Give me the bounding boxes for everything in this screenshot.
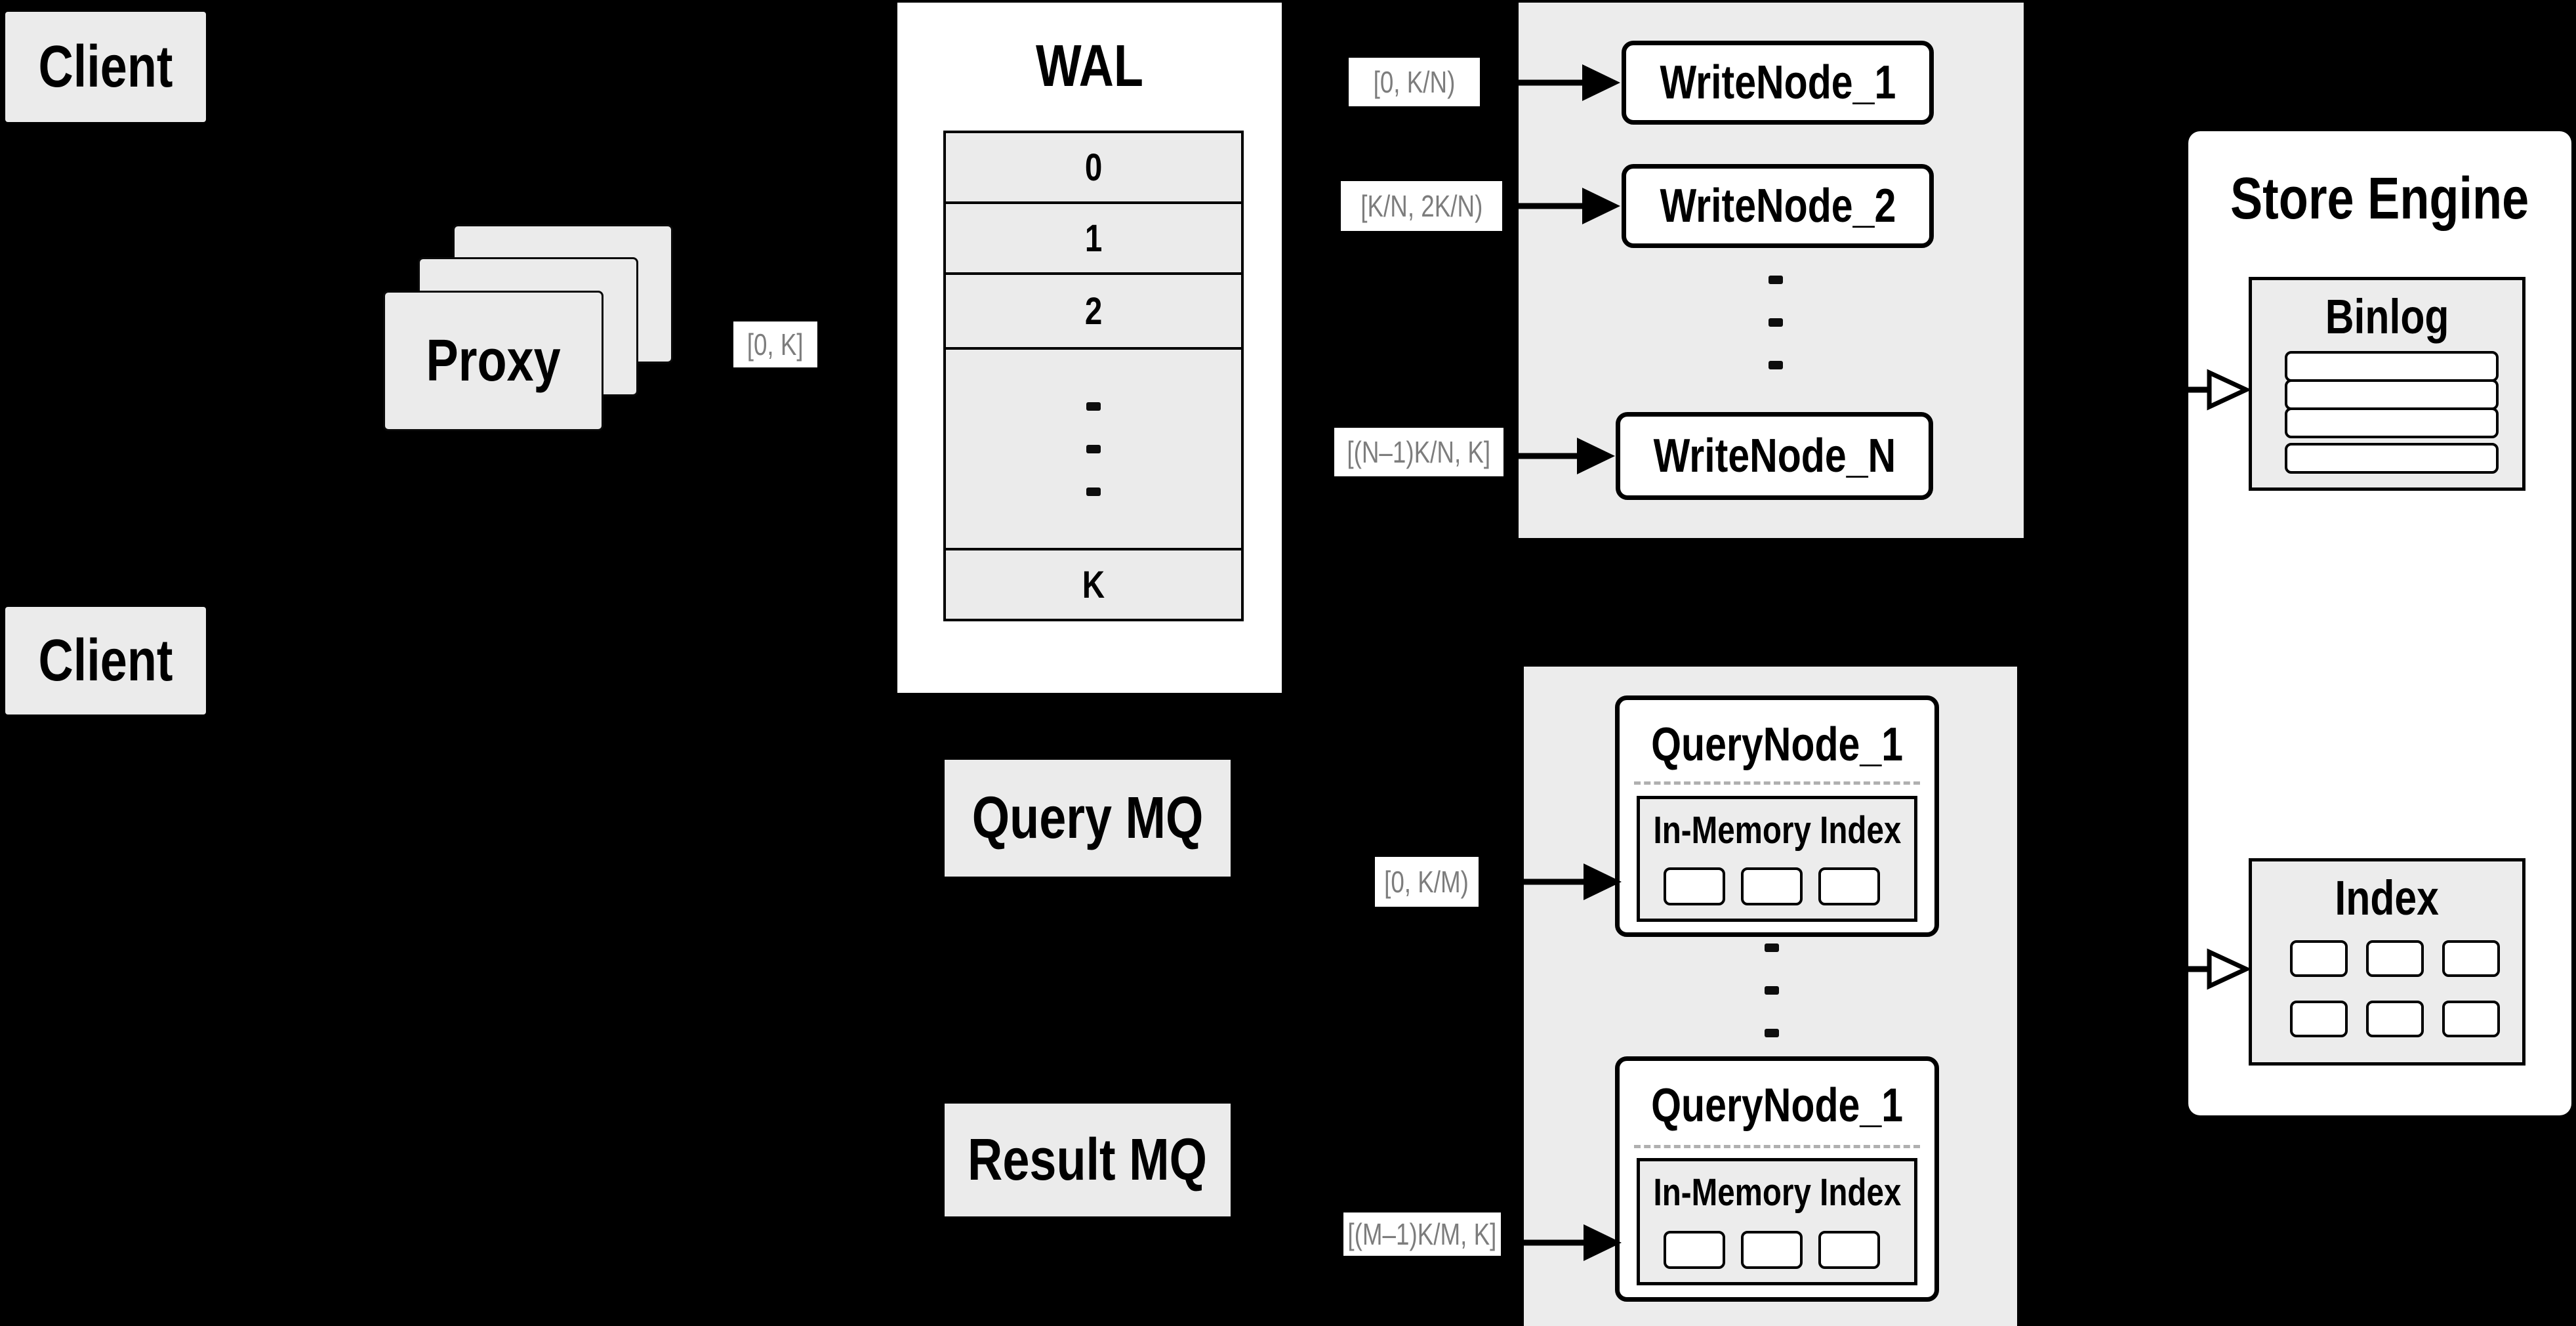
memory-segment-cell — [1741, 1231, 1803, 1269]
wal-slot-row: 1 — [943, 201, 1244, 275]
wal-last-row: K — [943, 548, 1244, 621]
query-node-top-range-label: [0, K/M) — [1375, 857, 1479, 907]
query-node-top-label: QueryNode_1 — [1651, 718, 1903, 771]
wal-panel: WAL 0 1 2 K — [897, 3, 1282, 693]
binlog-row — [2285, 407, 2499, 438]
index-cell — [2290, 1001, 2348, 1037]
write-node-1-range-label: [0, K/N) — [1349, 58, 1480, 106]
wal-ellipsis-row — [943, 347, 1244, 550]
memory-segment-cell — [1664, 867, 1725, 905]
client-bottom-label: Client — [38, 627, 173, 694]
vertical-ellipsis-icon — [1762, 943, 1782, 1037]
binlog-row — [2285, 379, 2499, 410]
binlog-row — [2285, 351, 2499, 382]
index-cell — [2442, 940, 2500, 977]
vertical-ellipsis-icon — [1086, 402, 1101, 496]
in-memory-index-title: In-Memory Index — [1653, 1171, 1901, 1214]
write-node-n-range-label: [(N–1)K/N, K] — [1334, 428, 1503, 476]
binlog-box: Binlog — [2249, 277, 2525, 491]
index-box: Index — [2249, 858, 2525, 1066]
query-mq-box: Query MQ — [945, 760, 1231, 877]
in-memory-index-box-bottom: In-Memory Index — [1637, 1158, 1917, 1285]
index-cell — [2366, 1001, 2424, 1037]
query-node-bottom: QueryNode_1 In-Memory Index — [1615, 1056, 1939, 1302]
in-memory-index-title: In-Memory Index — [1653, 808, 1901, 852]
index-cell — [2366, 940, 2424, 977]
memory-segment-cell — [1741, 867, 1803, 905]
binlog-row — [2285, 443, 2499, 474]
vertical-ellipsis-icon — [1766, 276, 1786, 369]
write-node-1: WriteNode_1 — [1622, 41, 1934, 125]
dashed-divider — [1634, 781, 1920, 785]
write-node-2-range-label: [K/N, 2K/N) — [1341, 181, 1502, 231]
proxy-label: Proxy — [426, 327, 561, 394]
binlog-title: Binlog — [2325, 289, 2449, 344]
query-node-bottom-label: QueryNode_1 — [1651, 1079, 1903, 1132]
memory-segment-cell — [1818, 867, 1880, 905]
store-engine-panel: Store Engine Binlog Index — [2188, 131, 2571, 1115]
query-node-top: QueryNode_1 In-Memory Index — [1615, 695, 1939, 937]
proxy-range-label: [0, K] — [733, 321, 817, 367]
write-node-2: WriteNode_2 — [1622, 164, 1934, 248]
query-node-bottom-range-label: [(M–1)K/M, K] — [1343, 1212, 1501, 1256]
client-top-label: Client — [38, 33, 173, 100]
wal-title: WAL — [1036, 33, 1143, 99]
write-node-n: WriteNode_N — [1616, 412, 1933, 500]
index-cell — [2290, 940, 2348, 977]
wal-slot-row: 0 — [943, 131, 1244, 204]
index-title: Index — [2335, 870, 2440, 925]
memory-segment-cell — [1818, 1231, 1880, 1269]
proxy-card-front: Proxy — [383, 291, 603, 431]
client-box-top: Client — [5, 12, 206, 122]
dashed-divider — [1634, 1145, 1920, 1148]
store-engine-title: Store Engine — [2230, 165, 2529, 232]
memory-segment-cell — [1664, 1231, 1725, 1269]
result-mq-box: Result MQ — [945, 1104, 1231, 1216]
index-cell — [2442, 1001, 2500, 1037]
wal-slot-row: 2 — [943, 272, 1244, 350]
wal-table: 0 1 2 K — [943, 131, 1244, 621]
in-memory-index-box-top: In-Memory Index — [1637, 796, 1917, 922]
client-box-bottom: Client — [5, 607, 206, 715]
